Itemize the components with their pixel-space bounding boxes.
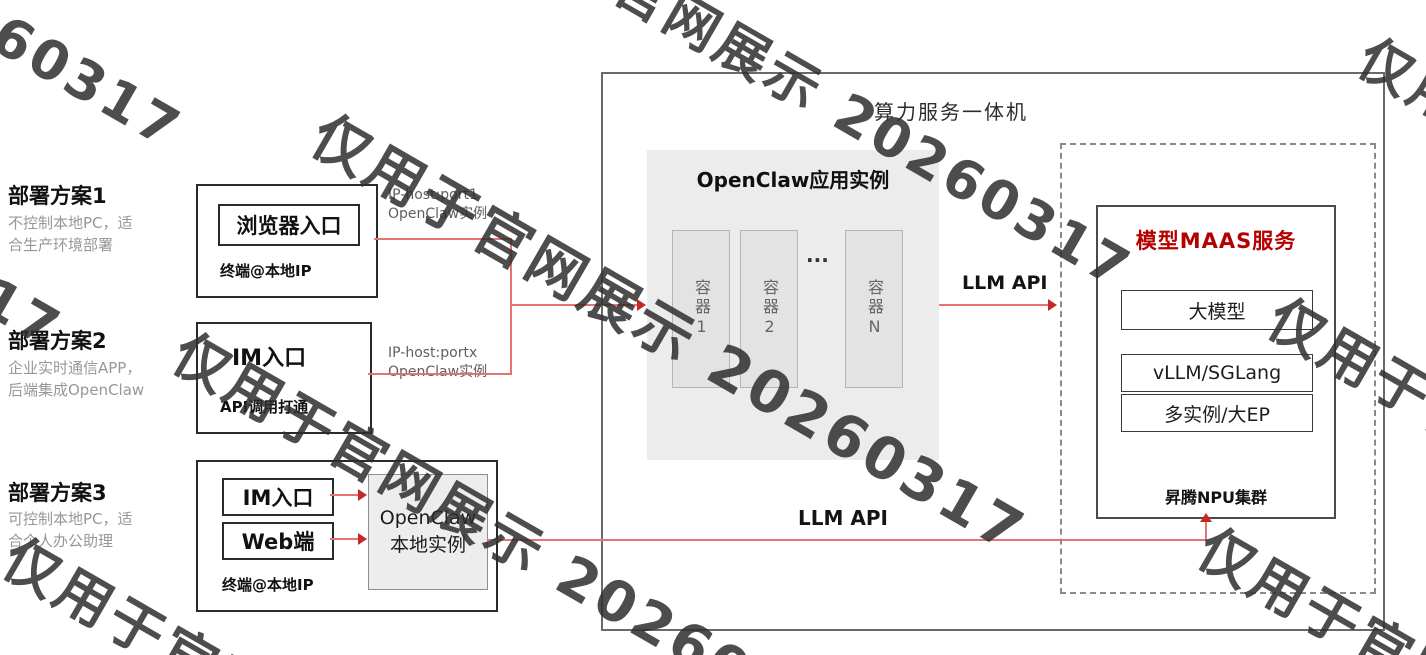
plan3-desc-line1: 可控制本地PC，适: [8, 510, 133, 528]
plan3-box: [196, 460, 498, 612]
app-instances-title: OpenClaw应用实例: [696, 168, 890, 192]
plan3-description: 可控制本地PC，适 合个人办公助理: [8, 508, 133, 552]
plan1-description: 不控制本地PC，适 合生产环境部署: [8, 212, 133, 256]
plan1-desc-line2: 合生产环境部署: [8, 236, 114, 254]
container-1-label: 容器1: [692, 279, 711, 339]
plan2-arrow-label: IP-host:portx OpenClaw实例: [388, 344, 487, 382]
app-instances-panel: OpenClaw应用实例 容器1 容器2 ... 容器N: [647, 150, 939, 460]
plan2-entry-im: IM入口: [232, 346, 307, 371]
local-instance-line1: OpenClaw: [379, 507, 477, 529]
plan3-entry-web: Web端: [222, 522, 334, 560]
connector-line: [330, 538, 364, 540]
server-title: 算力服务一体机: [874, 100, 1028, 124]
arrowhead-up-icon: [1200, 513, 1212, 522]
npu-zone-dashed-box: [1060, 143, 1376, 594]
plan3-desc-line2: 合个人办公助理: [8, 532, 114, 550]
container-1: 容器1: [672, 230, 730, 388]
containers-ellipsis: ...: [806, 243, 829, 267]
container-2: 容器2: [740, 230, 798, 388]
maas-item-vllm-sglang: vLLM/SGLang: [1121, 354, 1313, 392]
plan3-terminal-label: 终端@本地IP: [222, 576, 314, 594]
maas-service-box: 模型MAAS服务 大模型 vLLM/SGLang 多实例/大EP 昇腾NPU集群: [1096, 205, 1336, 519]
server-box: [601, 72, 1385, 631]
arrowhead-right-icon: [1048, 299, 1057, 311]
connector-line: [512, 304, 638, 306]
connector-line: [374, 238, 512, 240]
connector-line: [510, 238, 512, 375]
container-2-label: 容器2: [760, 279, 779, 339]
plan2-api-label: API调用打通: [220, 398, 309, 416]
plan1-title: 部署方案1: [8, 184, 107, 208]
plan1-arrow-label: IP-host:port1 OpenClaw实例: [388, 186, 487, 224]
plan3-title: 部署方案3: [8, 481, 107, 505]
maas-item-large-model: 大模型: [1121, 290, 1313, 330]
maas-npu-cluster-label: 昇腾NPU集群: [1164, 488, 1268, 507]
container-n-label: 容器N: [865, 279, 884, 339]
plan1-arrow-label-line2: OpenClaw实例: [388, 206, 488, 222]
plan2-box: IM入口 API调用打通: [196, 322, 372, 434]
plan2-arrow-label-line1: IP-host:portx: [388, 345, 478, 361]
plan3-entry-im: IM入口: [222, 478, 334, 516]
plan2-arrow-label-line2: OpenClaw实例: [388, 364, 488, 380]
connector-line: [1205, 521, 1207, 541]
arrowhead-right-icon: [358, 533, 367, 545]
plan1-entry-browser: 浏览器入口: [218, 204, 360, 246]
watermark-text: 仅用于官网展示 20260317: [0, 0, 199, 164]
llm-api-bottom-label: LLM API: [798, 506, 888, 530]
plan1-terminal-label: 终端@本地IP: [220, 262, 312, 280]
plan2-desc-line1: 企业实时通信APP，: [8, 359, 142, 377]
maas-item-multi-instance: 多实例/大EP: [1121, 394, 1313, 432]
arrowhead-right-icon: [637, 299, 646, 311]
plan1-arrow-label-line1: IP-host:port1: [388, 187, 478, 203]
connector-line: [330, 494, 364, 496]
maas-title: 模型MAAS服务: [1135, 229, 1297, 253]
plan3-local-instance: OpenClaw 本地实例: [368, 474, 488, 590]
llm-api-top-label: LLM API: [962, 272, 1048, 294]
plan1-box: 浏览器入口 终端@本地IP: [196, 184, 378, 298]
container-n: 容器N: [845, 230, 903, 388]
arrowhead-right-icon: [358, 489, 367, 501]
connector-line: [368, 373, 512, 375]
plan1-desc-line1: 不控制本地PC，适: [8, 214, 133, 232]
connector-line: [939, 304, 1049, 306]
connector-line: [487, 539, 1207, 541]
local-instance-line2: 本地实例: [389, 534, 466, 556]
plan2-title: 部署方案2: [8, 329, 107, 353]
plan2-desc-line2: 后端集成OpenClaw: [8, 381, 145, 399]
plan2-description: 企业实时通信APP， 后端集成OpenClaw: [8, 357, 144, 401]
